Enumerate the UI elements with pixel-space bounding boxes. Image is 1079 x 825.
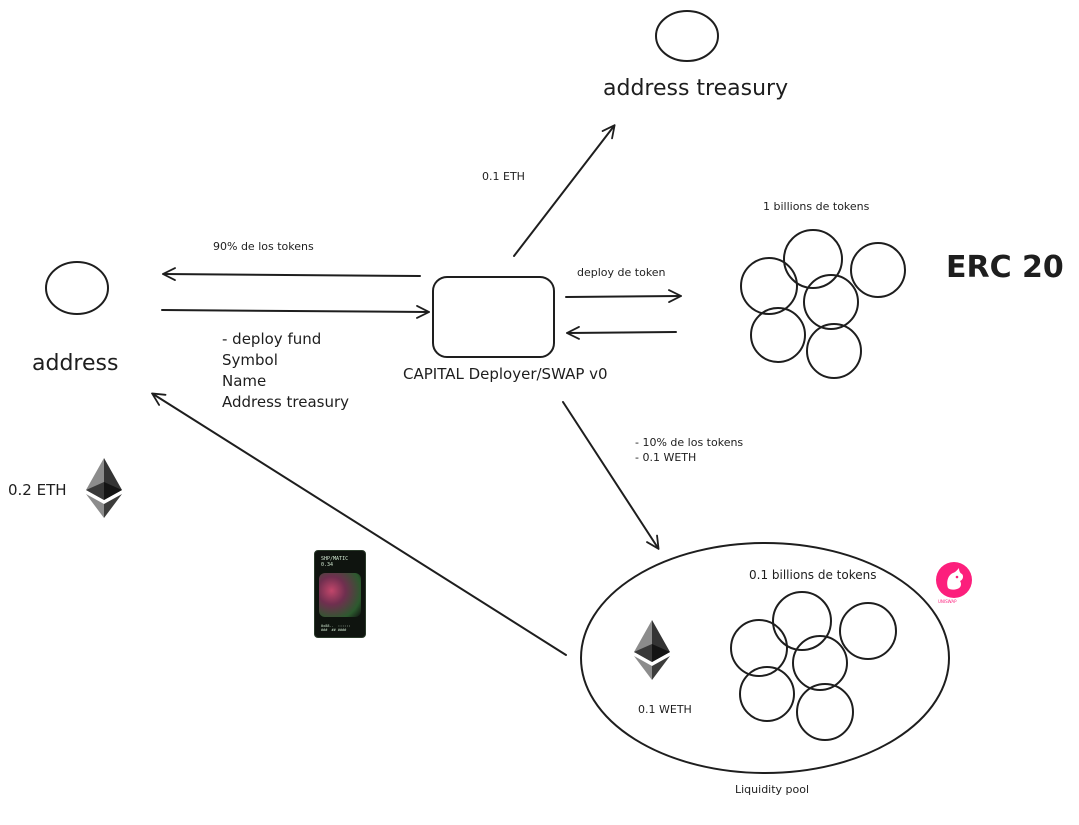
address-eth-label: 0.2 ETH (8, 481, 67, 499)
arrow-tokens-back (568, 332, 677, 333)
arrow-to-deployer (161, 310, 428, 312)
treasury-label: address treasury (603, 76, 789, 101)
pool-token-circle (839, 602, 897, 660)
token-circle (783, 229, 843, 289)
arrow-to-address (164, 274, 421, 276)
arrow-to-treasury (513, 126, 614, 257)
edge-label-deploy-token: deploy de token (577, 266, 666, 279)
tokens-label: 1 billions de tokens (763, 200, 870, 213)
arrow-to-pool (562, 401, 658, 548)
erc20-label: ERC 20 (946, 250, 1064, 285)
pool-token-circle (792, 635, 848, 691)
nft-card-title: SHP/MATIC 0.34 (321, 556, 349, 568)
pool-token-circle (739, 666, 795, 722)
treasury-node-circle (655, 10, 719, 62)
pool-weth-label: 0.1 WETH (638, 703, 692, 716)
nft-card-footer: 0x88.. :::::: ### ## #### (321, 623, 351, 632)
token-circle (750, 307, 806, 363)
token-circle (850, 242, 906, 298)
edge-label-to-address: 90% de los tokens (213, 240, 314, 253)
nft-card-art (319, 573, 361, 617)
edge-label-deploy-params: - deploy fund Symbol Name Address treasu… (222, 330, 350, 411)
token-circle (806, 323, 862, 379)
uniswap-logo-icon (936, 562, 972, 598)
unicorn-icon (947, 568, 964, 590)
deployer-label: CAPITAL Deployer/SWAP v0 (403, 365, 608, 383)
arrow-deploy-token (565, 296, 680, 297)
pool-tokens-label: 0.1 billions de tokens (749, 568, 877, 582)
pool-label: Liquidity pool (735, 783, 810, 796)
pool-token-circle (796, 683, 854, 741)
arrow-pool-to-address (153, 394, 567, 656)
deployer-box (432, 276, 555, 358)
address-node-circle (45, 261, 109, 315)
token-circle (740, 257, 798, 315)
ethereum-icon (634, 620, 670, 680)
pool-token-circle (772, 591, 832, 651)
liquidity-pool-ellipse (580, 542, 950, 774)
token-circle (803, 274, 859, 330)
pool-token-circle (730, 619, 788, 677)
uniswap-wordmark: UNISWAP (938, 599, 957, 604)
ethereum-icon (86, 458, 122, 518)
nft-card-image: SHP/MATIC 0.34 0x88.. :::::: ### ## #### (314, 550, 366, 638)
address-label: address (32, 351, 119, 376)
edge-label-to-pool: - 10% de los tokens - 0.1 WETH (635, 436, 744, 464)
edge-label-to-treasury: 0.1 ETH (482, 170, 525, 183)
